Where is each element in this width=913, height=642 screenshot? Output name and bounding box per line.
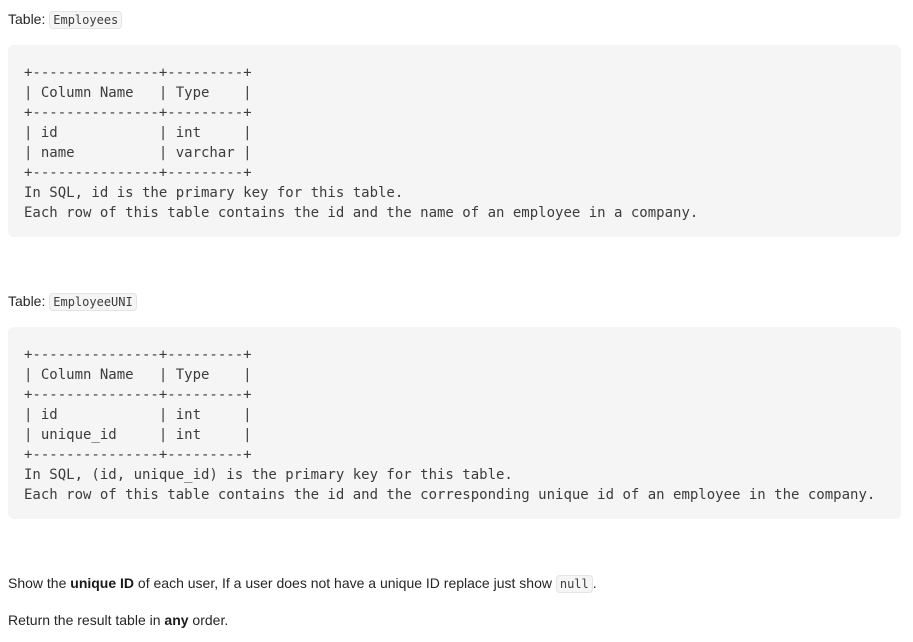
order-text-1: Return the result table in [8, 612, 165, 628]
task-text-3: . [592, 575, 597, 591]
table2-label-line: Table: EmployeeUNI [8, 291, 137, 312]
order-bold-any: any [164, 612, 189, 628]
task-description: Show the unique ID of each user, If a us… [8, 573, 597, 594]
task-bold-unique-id: unique ID [70, 575, 135, 591]
table2-schema-text: +---------------+---------+ | Column Nam… [24, 347, 876, 503]
table2-name-code: EmployeeUNI [49, 293, 137, 311]
table1-label-line: Table: Employees [8, 9, 123, 30]
table2-label: Table: [8, 293, 46, 309]
order-text-2: order. [188, 612, 229, 628]
table1-schema-text: +---------------+---------+ | Column Nam… [24, 65, 699, 221]
task-text-2: of each user, If a user does not have a … [134, 575, 556, 591]
null-code: null [555, 575, 593, 593]
table1-label: Table: [8, 11, 46, 27]
table1-name-code: Employees [49, 11, 123, 29]
table2-schema-block: +---------------+---------+ | Column Nam… [8, 327, 901, 519]
table1-schema-block: +---------------+---------+ | Column Nam… [8, 45, 901, 237]
task-text-1: Show the [8, 575, 71, 591]
order-description: Return the result table in any order. [8, 610, 228, 630]
